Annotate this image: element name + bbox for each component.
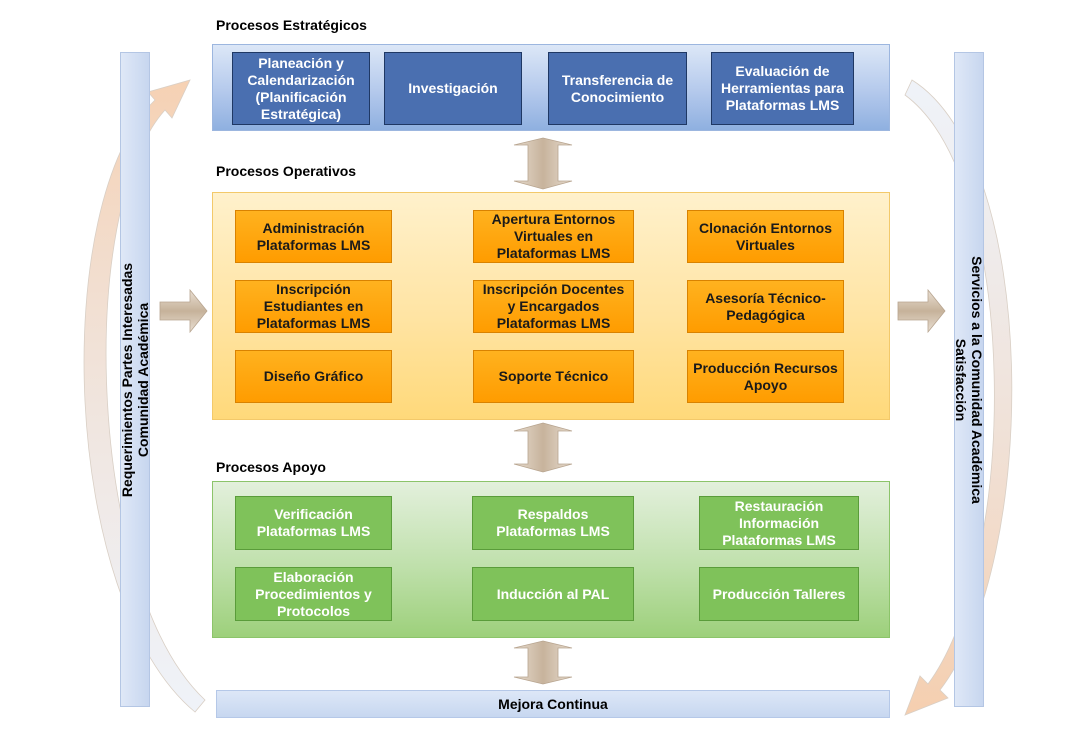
strategic-section-title: Procesos Estratégicos [216,17,367,33]
left-requirements-bar: Requerimientos Partes Interesadas Comuni… [119,52,151,707]
left-bar-text: Requerimientos Partes Interesadas Comuni… [119,60,151,700]
right-bar-text: Servicios a la Comunidad Académica Satis… [953,60,985,700]
right-bar-line1: Servicios a la Comunidad Académica [969,255,985,504]
strategic-box-investigacion: Investigación [384,52,522,125]
operative-box-inscripcion-docentes: Inscripción Docentes y Encargados Plataf… [473,280,634,333]
right-services-bar: Servicios a la Comunidad Académica Satis… [953,52,985,707]
operative-box-produccion-recursos: Producción Recursos Apoyo [687,350,844,403]
continuous-improvement-label: Mejora Continua [498,696,608,712]
left-bar-line2: Comunidad Académica [135,302,151,457]
operative-box-soporte: Soporte Técnico [473,350,634,403]
right-bar-line2: Satisfacción [953,338,969,421]
support-section-title: Procesos Apoyo [216,459,326,475]
support-box-respaldos: Respaldos Plataformas LMS [472,496,634,550]
operative-section-title: Procesos Operativos [216,163,357,179]
strategic-box-evaluacion: Evaluación de Herramientas para Platafor… [711,52,854,125]
double-arrow-oper-apoyo [513,422,573,473]
continuous-improvement-bar: Mejora Continua [216,690,890,718]
operative-box-clonacion: Clonación Entornos Virtuales [687,210,844,263]
double-arrow-strat-oper [513,137,573,190]
operative-box-asesoria: Asesoría Técnico-Pedagógica [687,280,844,333]
operative-box-apertura: Apertura Entornos Virtuales en Plataform… [473,210,634,263]
output-arrow [897,288,946,334]
support-box-elaboracion: Elaboración Procedimientos y Protocolos [235,567,392,621]
input-arrow [159,288,208,334]
support-box-restauracion: Restauración Información Plataformas LMS [699,496,859,550]
strategic-box-transferencia: Transferencia de Conocimiento [548,52,687,125]
support-box-verificacion: Verificación Plataformas LMS [235,496,392,550]
double-arrow-apoyo-mejora [513,640,573,685]
operative-box-inscripcion-estudiantes: Inscripción Estudiantes en Plataformas L… [235,280,392,333]
support-box-induccion: Inducción al PAL [472,567,634,621]
operative-box-diseno: Diseño Gráfico [235,350,392,403]
left-bar-line1: Requerimientos Partes Interesadas [119,262,135,497]
strategic-box-planeacion: Planeación y Calendarización (Planificac… [232,52,370,125]
support-box-talleres: Producción Talleres [699,567,859,621]
operative-box-administracion: Administración Plataformas LMS [235,210,392,263]
